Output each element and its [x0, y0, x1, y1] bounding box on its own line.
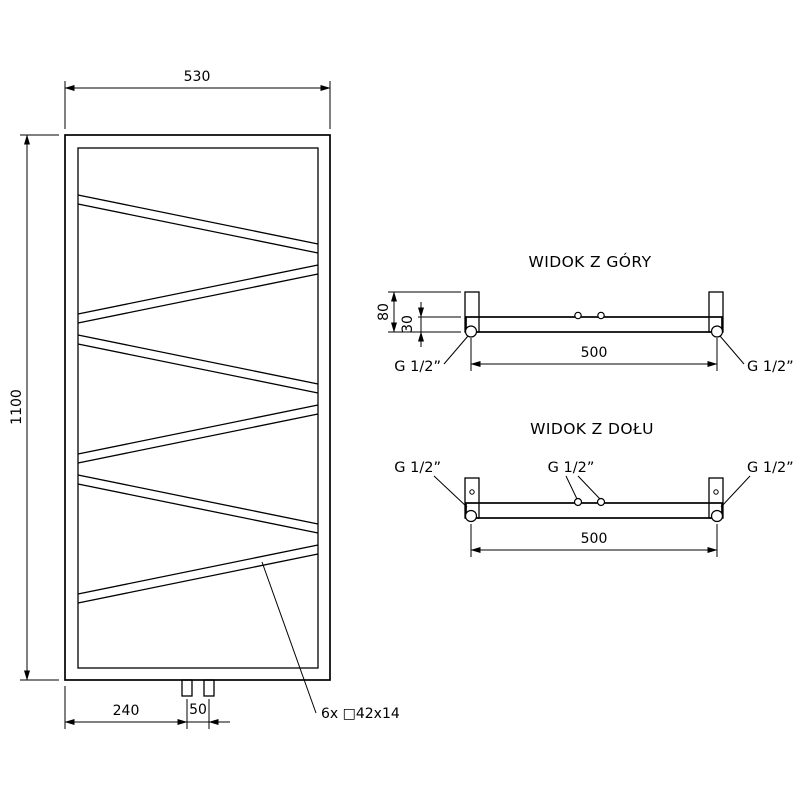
bottom-view: WIDOK Z DOŁU G 1/2” G 1/2” G 1/2” 500: [394, 420, 794, 557]
tube-profile-label: 6x □42x14: [321, 706, 400, 722]
leader-center-connection-1: [565, 475, 578, 500]
dimension-50-label: 50: [189, 702, 207, 718]
dimension-80-label: 80: [376, 303, 392, 321]
zigzag-tube-3: [77, 334, 319, 394]
dimension-500-bottom-label: 500: [581, 531, 608, 547]
leader-left-connection-top: [443, 335, 469, 365]
tube-leader-line: [261, 561, 317, 714]
zigzag-tube-2: [77, 264, 319, 324]
connection-circle-left-bottom: [464, 509, 478, 523]
bottom-connection-stub-left: [181, 679, 193, 697]
right-connection-label-bottom: G 1/2”: [747, 460, 794, 476]
connection-circle-center-1: [573, 497, 583, 507]
dimension-width-label: 530: [184, 69, 211, 85]
leader-right-connection-top: [719, 335, 745, 365]
bottom-connection-stub-right: [203, 679, 215, 697]
connection-circle-right-bottom: [710, 509, 724, 523]
left-connection-label-top: G 1/2”: [394, 359, 441, 375]
vent-circle-2: [597, 311, 605, 320]
front-view: 530 1100 240 50 6x □42x14: [9, 69, 400, 729]
left-connection-label-bottom: G 1/2”: [394, 460, 441, 476]
extension-lines-depth: [388, 291, 461, 333]
dimension-30-label: 30: [400, 315, 416, 333]
connection-circle-left: [464, 325, 478, 338]
dimension-500-top-label: 500: [581, 345, 608, 361]
radiator-panel-top-view: [465, 316, 723, 333]
radiator-outer-frame: [64, 134, 331, 681]
leader-center-connection-2: [577, 475, 601, 500]
zigzag-tube-5: [77, 474, 319, 534]
extension-lines-height: [20, 134, 59, 681]
bracket-hole-left: [469, 489, 475, 495]
right-connection-label-top: G 1/2”: [747, 359, 794, 375]
connection-circle-right: [710, 325, 724, 338]
zigzag-tube-1: [77, 194, 319, 254]
radiator-panel-bottom-view: [465, 502, 723, 519]
leader-left-connection-bottom: [433, 475, 468, 508]
radiator-inner-frame: [77, 147, 319, 669]
bracket-hole-right: [713, 489, 719, 495]
dimension-height-label: 1100: [9, 389, 25, 425]
bottom-view-title: WIDOK Z DOŁU: [530, 420, 654, 438]
connection-circle-center-2: [596, 497, 606, 507]
leader-right-connection-bottom: [720, 475, 751, 508]
top-view: WIDOK Z GÓRY 80 30 500 G 1/2” G 1/2”: [376, 252, 794, 375]
vent-circle-1: [574, 311, 582, 320]
center-connection-label-bottom: G 1/2”: [548, 460, 595, 476]
zigzag-tube-4: [77, 404, 319, 464]
top-view-title: WIDOK Z GÓRY: [529, 252, 652, 271]
zigzag-tube-6: [77, 544, 319, 604]
dimension-240-label: 240: [113, 703, 140, 719]
